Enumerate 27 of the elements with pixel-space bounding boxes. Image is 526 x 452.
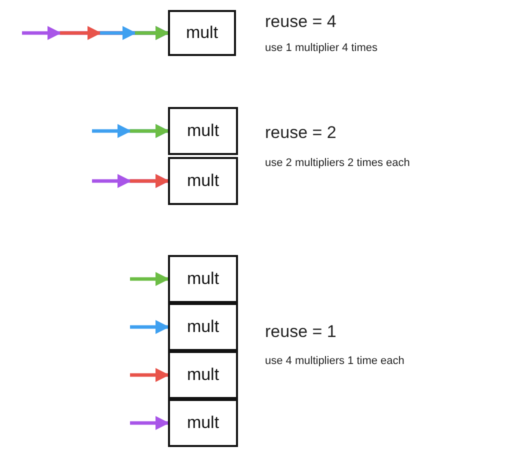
- reuse-heading: reuse = 1: [265, 322, 336, 342]
- reuse-heading: reuse = 4: [265, 12, 336, 32]
- node-label: mult: [186, 269, 220, 289]
- arrow: [128, 368, 168, 382]
- arrow: [133, 26, 168, 40]
- arrow: [128, 174, 168, 188]
- node-label: mult: [186, 413, 220, 433]
- node-label: mult: [186, 121, 220, 141]
- multiplier-box: [168, 399, 238, 447]
- node-label: mult: [186, 23, 218, 43]
- multiplier-box: [168, 10, 236, 56]
- description-text: use 2 multipliers 2 times each: [265, 157, 410, 169]
- multiplier-box: [168, 107, 238, 155]
- node-label: mult: [186, 317, 220, 337]
- multiplier-box: [168, 157, 238, 205]
- multiplier-box: [168, 303, 238, 351]
- arrow: [128, 124, 168, 138]
- node-label: mult: [186, 171, 220, 191]
- multiplier-box: [168, 255, 238, 303]
- arrow: [128, 272, 168, 286]
- reuse-heading: reuse = 2: [265, 123, 336, 143]
- arrow: [128, 416, 168, 430]
- arrow: [128, 320, 168, 334]
- description-text: use 1 multiplier 4 times: [265, 42, 378, 54]
- multiplier-box: [168, 351, 238, 399]
- description-text: use 4 multipliers 1 time each: [265, 355, 404, 367]
- node-label: mult: [186, 365, 220, 385]
